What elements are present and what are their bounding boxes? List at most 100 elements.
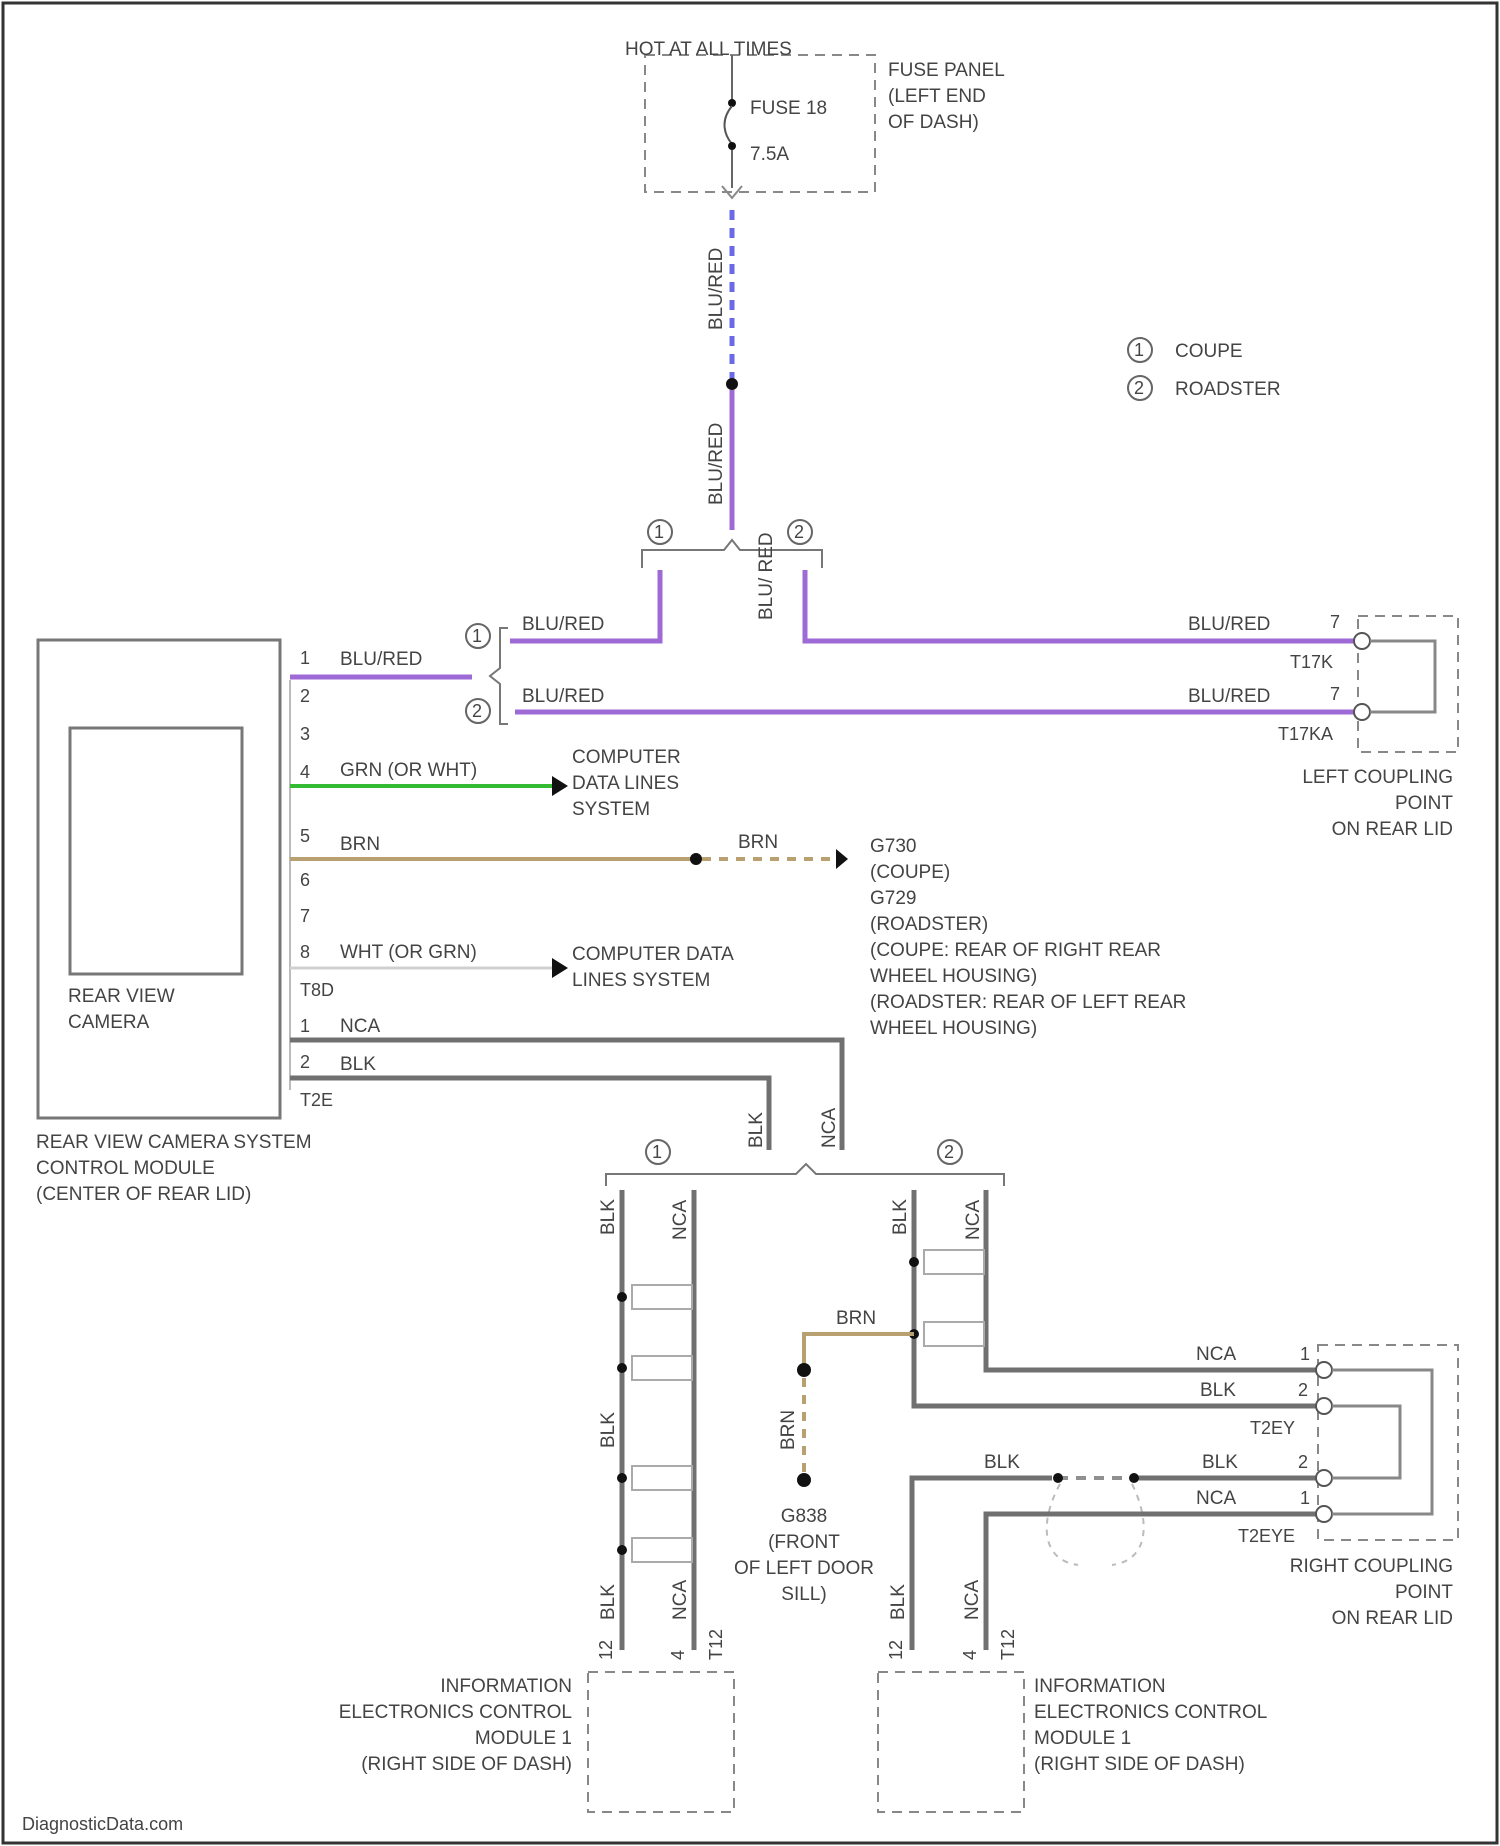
camera-pin-2: 2 <box>300 686 310 706</box>
fuse-number: FUSE 18 <box>750 98 827 119</box>
splice-feed <box>726 378 738 390</box>
ground-label-line-2: (COUPE) <box>870 862 950 883</box>
right-coupling-pin-2a: 2 <box>1298 1380 1308 1400</box>
camera-connector-t2: T2E <box>300 1090 333 1110</box>
splice-g838-upper <box>797 1363 811 1377</box>
g838-label-3: OF LEFT DOOR <box>734 1558 874 1579</box>
coupe-ghost-splice-1 <box>632 1285 692 1309</box>
right-coupling-connector-a: T2EY <box>1250 1418 1295 1438</box>
coupe-ghost-splice-2 <box>632 1356 692 1380</box>
roadster-return-blk-left <box>912 1478 1052 1650</box>
camera-pin-5: 5 <box>300 826 310 846</box>
camera-pin-3: 3 <box>300 724 310 744</box>
right-coupling-terminal-1 <box>1316 1362 1332 1378</box>
ground-label-line-5: (COUPE: REAR OF RIGHT REAR <box>870 940 1161 961</box>
camera-variant-num-2: 2 <box>472 701 482 721</box>
camera-pin-4: 4 <box>300 762 310 782</box>
roadster-nca-coupling-label: NCA <box>1196 1344 1236 1365</box>
bottom-variant-split: 1 2 <box>606 1140 1004 1186</box>
g838-label-2: (FRONT <box>768 1532 840 1553</box>
info-module-coupe-box <box>588 1672 734 1812</box>
camera-pin1-wire-label: BLU/RED <box>340 649 422 670</box>
left-coupling-connector-a: T17K <box>1290 652 1333 672</box>
ground-terminal-arrow <box>836 849 848 869</box>
ground-label-line-1: G730 <box>870 836 916 857</box>
camera-pin-1: 1 <box>300 648 310 668</box>
ground-label-line-7: (ROADSTER: REAR OF LEFT REAR <box>870 992 1186 1013</box>
camera-t2-pin2-label: BLK <box>340 1054 376 1075</box>
roadster-ghost-splice-2 <box>924 1322 984 1346</box>
data-lines-1-line-2: DATA LINES <box>572 773 679 794</box>
left-coupling-wire-label-b: BLU/RED <box>1188 686 1270 707</box>
right-coupling-pin-2b: 2 <box>1298 1452 1308 1472</box>
g838-ground-terminal <box>797 1473 811 1487</box>
right-coupling-connector-b: T2EYE <box>1238 1526 1295 1546</box>
info-module-coupe-pin-blk: 12 <box>596 1640 616 1660</box>
camera-variant-split: 1 2 <box>466 624 508 724</box>
return-wire-label-left: BLU/RED <box>522 686 604 707</box>
return-blk-label-right: BLK <box>1202 1452 1238 1473</box>
top-variant-num-2: 2 <box>794 522 804 542</box>
camera-t2-pin1-label: NCA <box>340 1016 380 1037</box>
info-module-roadster: 12 4 T12 INFORMATION ELECTRONICS CONTROL… <box>878 1629 1267 1812</box>
coupe-ghost-splice-3 <box>632 1466 692 1490</box>
ground-point-label: G730 (COUPE) G729 (ROADSTER) (COUPE: REA… <box>870 836 1186 1039</box>
footer-watermark: DiagnosticData.com <box>22 1814 183 1834</box>
ground-label-line-4: (ROADSTER) <box>870 914 988 935</box>
nca-vertical-label-top: NCA <box>819 1108 840 1148</box>
fuse-panel-name-line-1: FUSE PANEL <box>888 60 1005 81</box>
info-module-coupe-name-4: (RIGHT SIDE OF DASH) <box>361 1754 572 1775</box>
info-module-coupe-name-2: ELECTRONICS CONTROL <box>339 1702 572 1723</box>
roadster-blk-label-top: BLK <box>890 1199 911 1235</box>
camera-module-name-line-1: REAR VIEW CAMERA SYSTEM <box>36 1132 312 1153</box>
camera-pin5-wire-label: BRN <box>340 834 380 855</box>
return-blk-label-left: BLK <box>984 1452 1020 1473</box>
g838-wire-label: BRN <box>778 1410 799 1450</box>
bottom-variant-num-1: 1 <box>652 1142 662 1162</box>
fuse-terminal-top <box>728 99 736 107</box>
left-coupling-name-line-2: POINT <box>1395 793 1453 814</box>
top-variant-num-1: 1 <box>654 522 664 542</box>
coupe-splice-2 <box>617 1363 627 1373</box>
return-splice-left <box>1053 1473 1063 1483</box>
coupe-branch-label: BLU/RED <box>522 614 604 635</box>
top-variant-brace <box>642 540 822 568</box>
right-coupling-terminal-2 <box>1316 1398 1332 1414</box>
info-module-coupe: 12 4 T12 INFORMATION ELECTRONICS CONTROL… <box>339 1629 734 1812</box>
camera-pin-6: 6 <box>300 870 310 890</box>
camera-pin-7: 7 <box>300 906 310 926</box>
feed-wire-label-upper: BLU/RED <box>706 248 727 330</box>
right-coupling-terminal-3 <box>1316 1470 1332 1486</box>
info-module-roadster-connector: T12 <box>998 1629 1018 1660</box>
bottom-variant-brace <box>606 1164 1004 1186</box>
info-module-roadster-pin-blk: 12 <box>886 1640 906 1660</box>
right-coupling-name-3: ON REAR LID <box>1332 1608 1453 1629</box>
coupe-splice-4 <box>617 1545 627 1555</box>
return-splice-shield <box>1047 1484 1144 1565</box>
camera-connector-t8: T8D <box>300 980 334 1000</box>
roadster-branch-wire <box>805 570 1360 641</box>
fuse-panel-box <box>645 55 875 192</box>
right-coupling-name-1: RIGHT COUPLING <box>1290 1556 1453 1577</box>
camera-t2-pin2-wire <box>290 1078 769 1150</box>
camera-pin4-wire-label: GRN (OR WHT) <box>340 760 477 781</box>
return-splice-right <box>1129 1473 1139 1483</box>
roadster-splice-blk <box>909 1257 919 1267</box>
info-module-coupe-name-1: INFORMATION <box>440 1676 572 1697</box>
coupe-blk-label-mid: BLK <box>598 1412 619 1448</box>
g838-label-4: SILL) <box>781 1584 826 1605</box>
left-coupling-internal-link <box>1370 641 1435 712</box>
coupe-blk-label-bottom: BLK <box>598 1584 619 1620</box>
left-coupling-pin-a: 7 <box>1330 612 1340 632</box>
camera-variant-brace <box>490 628 508 724</box>
camera-variant-num-1: 1 <box>472 626 482 646</box>
camera-inner-label-1: REAR VIEW <box>68 986 175 1007</box>
roadster-brn-wire <box>804 1334 914 1368</box>
data-lines-1-line-3: SYSTEM <box>572 799 650 820</box>
right-coupling-link-nca <box>1332 1370 1432 1514</box>
camera-module-name-line-2: CONTROL MODULE <box>36 1158 215 1179</box>
coupe-blk-label-top: BLK <box>598 1199 619 1235</box>
info-module-coupe-name-3: MODULE 1 <box>475 1728 572 1749</box>
splice-ground-brn <box>690 853 702 865</box>
coupe-ghost-splice-4 <box>632 1538 692 1562</box>
